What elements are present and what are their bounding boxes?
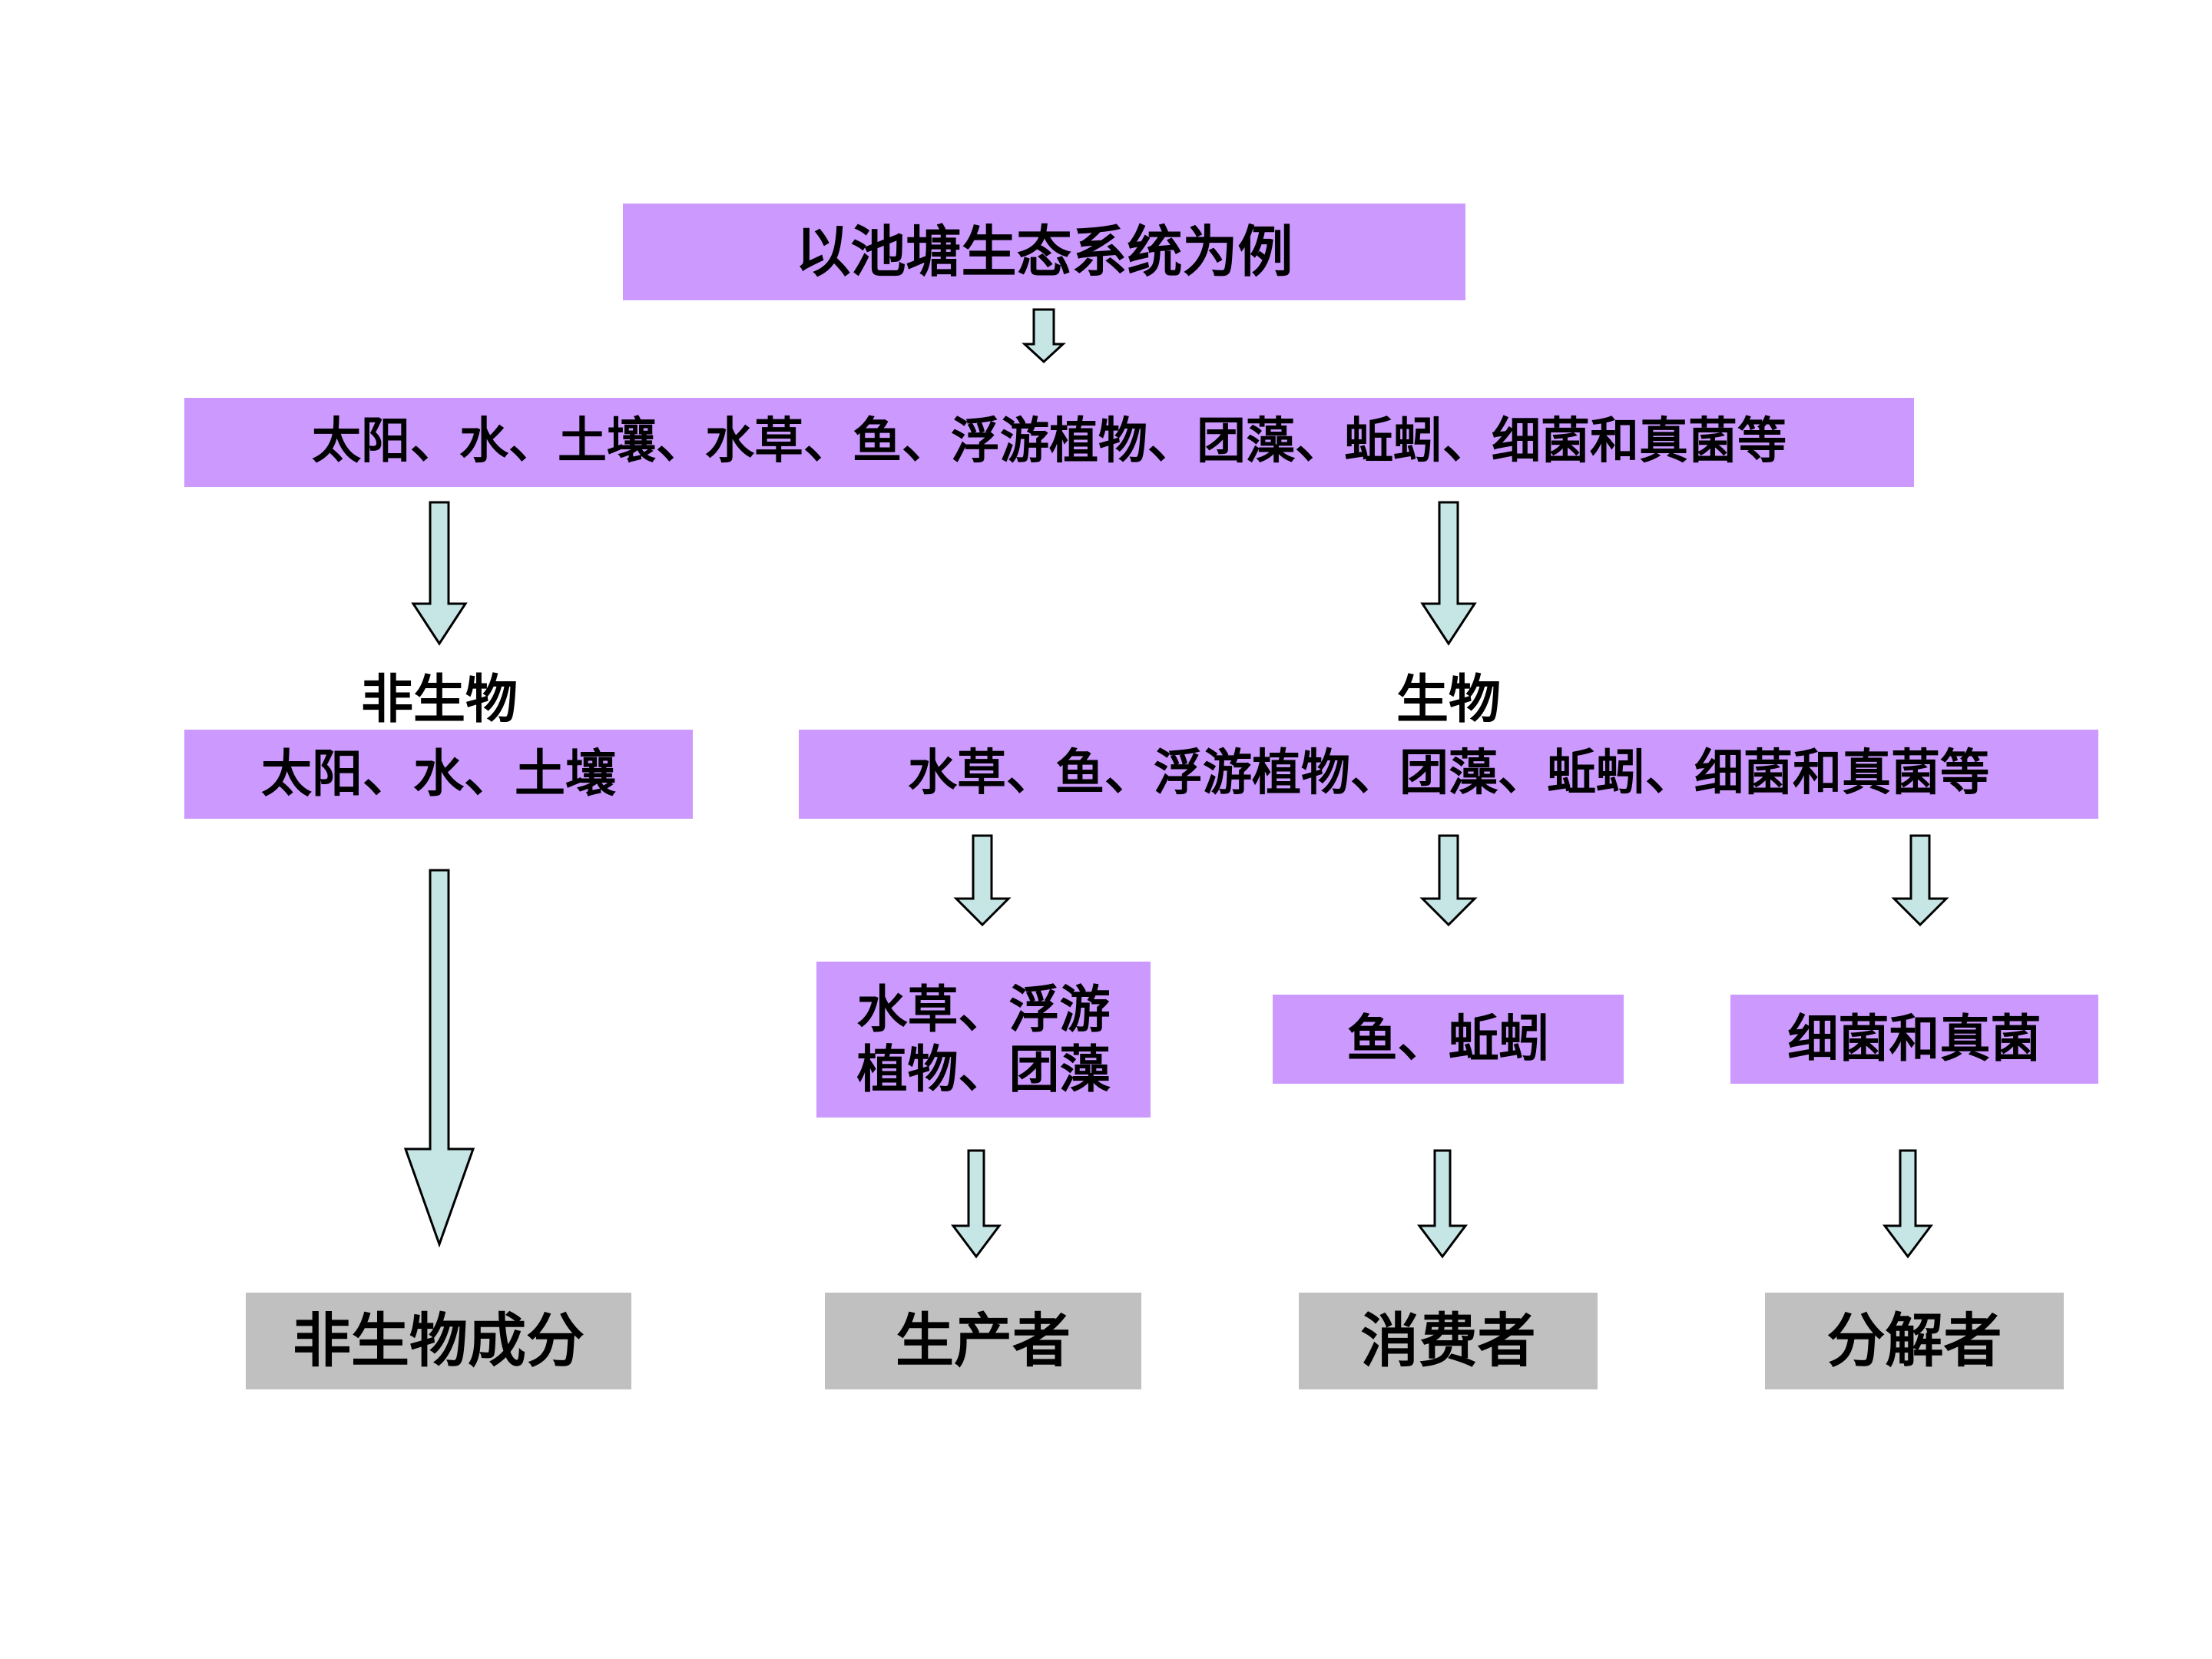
living-items-box: 水草、鱼、浮游植物、团藻、蚯蚓、细菌和真菌等	[799, 730, 2098, 819]
nonliving-role-box: 非生物成分	[246, 1293, 631, 1389]
arrow-to-nonliving	[411, 501, 468, 646]
arrow-decomposers-to-role	[1883, 1149, 1933, 1259]
consumers-items-text: 鱼、蚯蚓	[1346, 1009, 1550, 1069]
title-text: 以池塘生态系统为例	[795, 219, 1293, 284]
arrow-living-to-decomposers	[1891, 834, 1949, 927]
living-items-text: 水草、鱼、浮游植物、团藻、蚯蚓、细菌和真菌等	[908, 745, 1989, 803]
nonliving-heading: 非生物	[360, 670, 518, 730]
living-heading: 生物	[1396, 670, 1501, 730]
arrow-to-living	[1420, 501, 1477, 646]
arrow-title-to-components	[1022, 308, 1066, 364]
all-components-text: 太阳、水、土壤、水草、鱼、浮游植物、团藻、蚯蚓、细菌和真菌等	[312, 413, 1786, 471]
producers-items-line1: 水草、浮游	[856, 979, 1111, 1039]
title-box: 以池塘生态系统为例	[623, 204, 1465, 300]
arrow-consumers-to-role	[1417, 1149, 1468, 1259]
arrow-living-to-producers	[953, 834, 1012, 927]
arrow-nonliving-to-role	[403, 869, 475, 1248]
producers-items-box: 水草、浮游 植物、团藻	[816, 962, 1151, 1118]
decomposers-items-box: 细菌和真菌	[1730, 995, 2098, 1084]
producers-role-text: 生产者	[896, 1306, 1071, 1376]
producers-role-box: 生产者	[825, 1293, 1141, 1389]
decomposers-items-text: 细菌和真菌	[1787, 1009, 2041, 1069]
decomposers-role-box: 分解者	[1765, 1293, 2064, 1389]
all-components-box: 太阳、水、土壤、水草、鱼、浮游植物、团藻、蚯蚓、细菌和真菌等	[184, 398, 1914, 487]
nonliving-items-box: 太阳、水、土壤	[184, 730, 693, 819]
nonliving-role-text: 非生物成分	[293, 1306, 584, 1376]
consumers-role-text: 消费者	[1360, 1306, 1536, 1376]
arrow-producers-to-role	[951, 1149, 1002, 1259]
nonliving-items-text: 太阳、水、土壤	[261, 744, 616, 804]
consumers-role-box: 消费者	[1299, 1293, 1598, 1389]
arrow-living-to-consumers	[1419, 834, 1478, 927]
decomposers-role-text: 分解者	[1826, 1306, 2002, 1376]
consumers-items-box: 鱼、蚯蚓	[1273, 995, 1624, 1084]
producers-items-line2: 植物、团藻	[856, 1039, 1111, 1099]
